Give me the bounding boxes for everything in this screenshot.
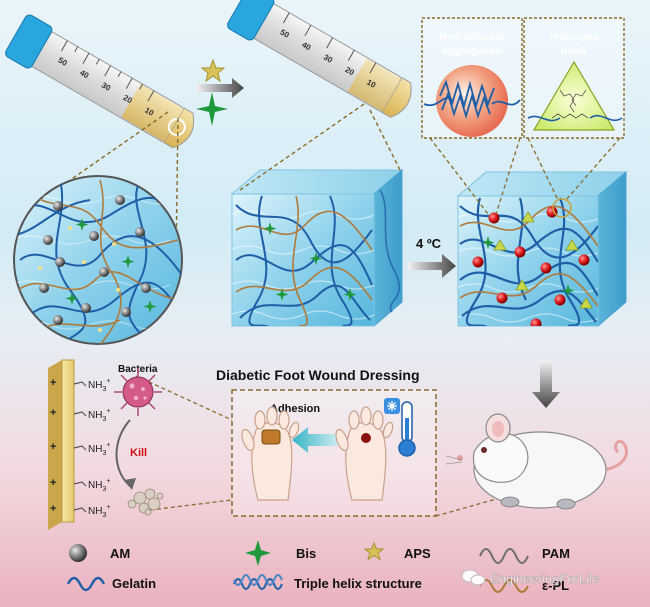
foot-with-dressing [241, 406, 300, 501]
legend-am-label: AM [110, 546, 130, 561]
ammonium-label: NH [88, 506, 102, 517]
dressing-title: Diabetic Foot Wound Dressing [216, 367, 420, 383]
down-arrow [532, 360, 560, 408]
legend-item-bis: Bis [245, 540, 316, 566]
positive-charge: + [50, 477, 56, 489]
svg-text:NH3+: NH3+ [88, 408, 110, 423]
gel-cube-2 [456, 170, 628, 328]
hydrophobic-label-line2: aggregation [442, 45, 502, 57]
positive-charge: + [50, 441, 56, 453]
hydrogen-label-line1: Hydrogen [549, 31, 598, 43]
cooling-arrow [408, 254, 456, 278]
legend-gelatin-label: Gelatin [112, 576, 156, 591]
centrifuge-tube-1: 50 40 30 20 10 [5, 14, 195, 149]
legend-item-am: AM [69, 544, 130, 562]
svg-text:NH3+: NH3+ [88, 378, 110, 393]
snowflake-icon [384, 398, 400, 414]
monomer-solution-circle [13, 175, 183, 345]
mouse-illustration [445, 413, 628, 510]
legend-item-aps: APS [363, 541, 431, 561]
watermark-text: EngineeringForLife [490, 571, 600, 586]
hydrophobic-nodes [472, 206, 590, 326]
process-arrow-right [196, 78, 244, 98]
ammonium-label: NH [88, 444, 102, 455]
bis-star-icon [196, 92, 228, 126]
positive-charge: + [50, 503, 56, 515]
foot-with-wound [335, 406, 394, 501]
legend-bis-label: Bis [296, 546, 316, 561]
ammonium-label: NH [88, 380, 102, 391]
wound-dressing-patch [261, 429, 281, 445]
adhesion-arrow [292, 427, 342, 453]
hydrophobic-label-line1: Hydrophobic [440, 31, 505, 43]
epl-surface-block [48, 359, 75, 530]
legend-pam-label: PAM [542, 546, 570, 561]
watermark: EngineeringForLife [461, 569, 600, 586]
legend: AM Bis APS PAM Gelatin Triple helix stru… [66, 540, 570, 593]
legend-item-pam: PAM [479, 546, 570, 564]
ammonium-label: NH [88, 480, 102, 491]
hydrogen-bond-inset: Hydrogen bond [523, 17, 625, 139]
legend-aps-label: APS [404, 546, 431, 561]
ammonium-label: NH [88, 410, 102, 421]
panel-connector-lines [135, 375, 501, 517]
svg-text:NH3+: NH3+ [88, 504, 110, 519]
aps-star-icon [200, 58, 226, 83]
legend-item-epl: ε-PL [479, 578, 569, 593]
kill-label: Kill [130, 447, 147, 459]
legend-epl-label: ε-PL [542, 578, 569, 593]
hydrophobic-aggregation-inset: Hydrophobic aggregation [421, 17, 523, 139]
hydrogen-bond-nodes [493, 211, 593, 309]
inset-connector-lines [429, 137, 621, 215]
bacteria-icon [114, 368, 162, 416]
kill-arrow-head [124, 478, 136, 490]
wechat-icon [461, 569, 486, 586]
legend-item-triple-helix: Triple helix structure [233, 574, 422, 591]
gel-cube-1 [230, 168, 404, 328]
dressing-panel: Adhesion [231, 389, 437, 517]
positive-charge: + [50, 377, 56, 389]
kill-arrow [115, 419, 131, 487]
wound-mark [361, 433, 371, 443]
dead-bacteria-icon [127, 488, 164, 516]
temperature-label: 4 ºC [416, 236, 442, 251]
positive-charge: + [50, 407, 56, 419]
thermometer-icon [398, 401, 416, 457]
legend-item-gelatin: Gelatin [66, 576, 156, 592]
ammonium-groups: + + + + + NH3+ NH3+ NH3+ NH3+ NH3+ [50, 377, 110, 519]
adhesion-label: Adhesion [270, 403, 320, 415]
svg-text:NH3+: NH3+ [88, 442, 110, 457]
legend-triple-helix-label: Triple helix structure [294, 576, 422, 591]
centrifuge-tube-2: 50 40 30 20 10 [227, 0, 412, 118]
hydrogen-label-line2: bond [561, 45, 587, 57]
svg-text:NH3+: NH3+ [88, 478, 110, 493]
